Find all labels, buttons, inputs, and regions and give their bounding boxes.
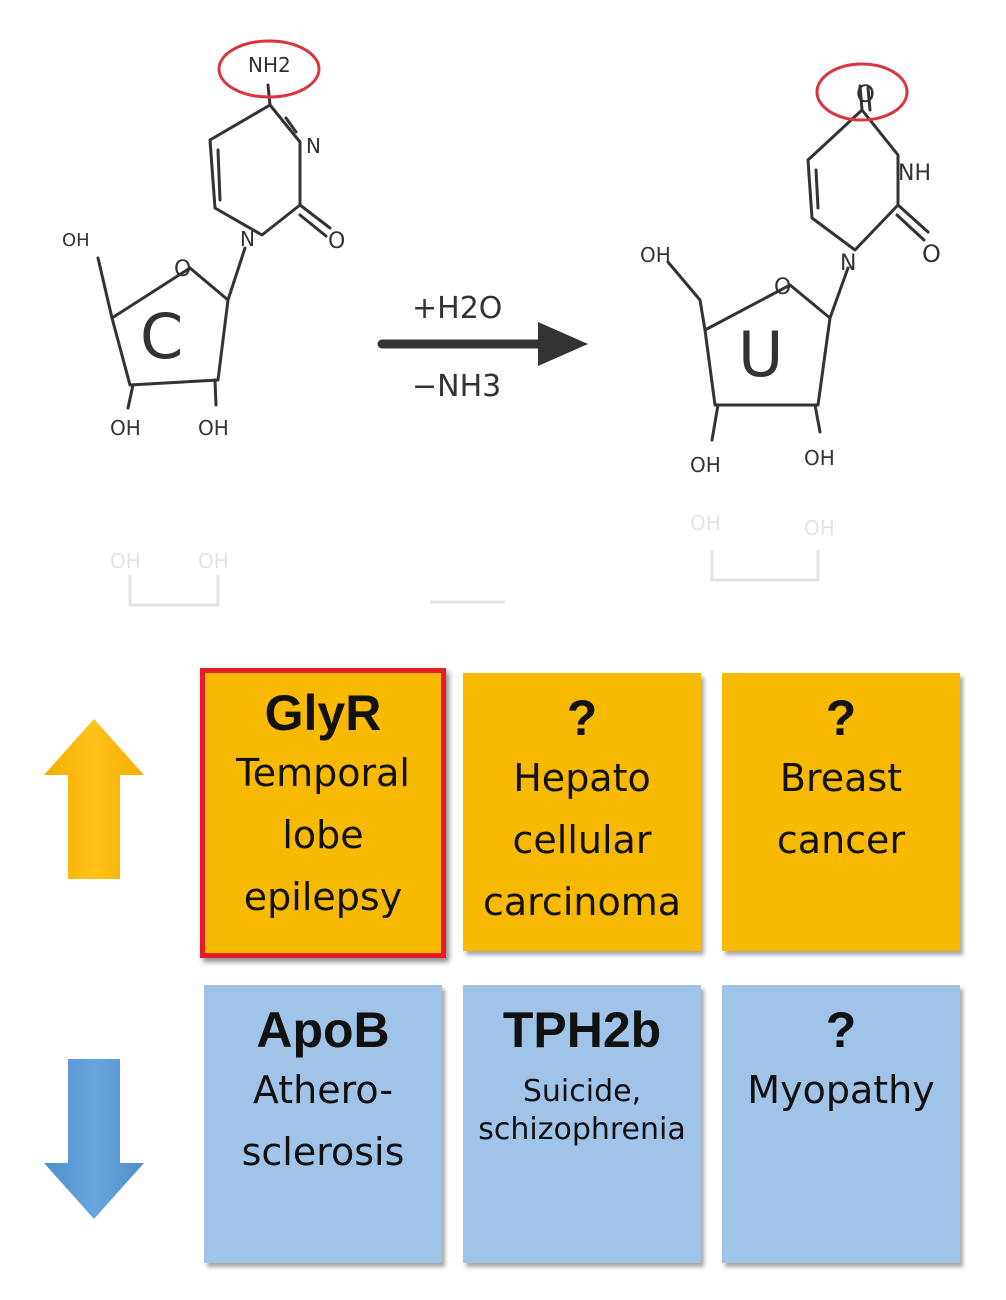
deamination-reaction: NH2 N N O O OH OH OH C +H2O −NH3 [0, 0, 1006, 640]
n1-label: N [240, 227, 255, 251]
gene-label: ? [566, 690, 598, 746]
add-water-label: +H2O [412, 291, 502, 326]
up-arrow-icon [44, 719, 144, 879]
n3-label: N [306, 134, 321, 158]
disease-label: Suicide, schizophrenia [478, 1074, 686, 1147]
editing-targets-grid: GlyR Temporal lobe epilepsy ? Hepato cel… [0, 640, 1006, 1300]
disease-label: Temporal lobe epilepsy [236, 751, 410, 919]
oh-5prime-label: OH [62, 230, 90, 251]
disease-label: Myopathy [747, 1068, 935, 1112]
remove-ammonia-label: −NH3 [412, 369, 501, 404]
gene-label: TPH2b [502, 1002, 662, 1058]
sugar-o-label: O [174, 257, 191, 282]
tile-apob: ApoB Athero- sclerosis [204, 985, 442, 1263]
amine-label: NH2 [248, 53, 291, 77]
disease-label: Hepato cellular carcinoma [482, 756, 682, 924]
reaction-arrow: +H2O −NH3 [377, 291, 588, 404]
uridine-labels: O NH N O O OH OH OH U [640, 80, 941, 477]
reaction-svg: NH2 N N O O OH OH OH C +H2O −NH3 [62, 39, 941, 607]
svg-text:OH: OH [110, 549, 141, 573]
tile-hepatocellular: ? Hepato cellular carcinoma [463, 673, 701, 951]
tile-myopathy: ? Myopathy [722, 985, 960, 1263]
tile-breast-cancer: ? Breast cancer [722, 673, 960, 951]
gene-label: ? [825, 1002, 857, 1058]
uridine-oh-5prime-label: OH [640, 243, 671, 267]
carbonyl4-label: O [856, 80, 875, 108]
gene-label: GlyR [264, 685, 382, 741]
disease-label: Athero- sclerosis [241, 1068, 405, 1174]
tile-glyr: GlyR Temporal lobe epilepsy [200, 668, 446, 958]
uridine-structure [666, 84, 930, 442]
svg-text:OH: OH [690, 511, 721, 535]
cytidine-letter: C [140, 300, 183, 373]
cytidine-structure [96, 83, 332, 410]
svg-text:OH: OH [198, 549, 229, 573]
uridine-sugar-o-label: O [774, 275, 791, 300]
gene-label: ApoB [256, 1002, 390, 1058]
nh-label: NH [898, 161, 931, 186]
uridine-oh-2prime-label: OH [804, 446, 835, 470]
uridine-oh-3prime-label: OH [690, 453, 721, 477]
carbonyl-highlight-circle [815, 62, 909, 122]
reflection: OH OH OH OH [110, 511, 835, 607]
disease-label: Breast cancer [776, 756, 906, 862]
cytidine-labels: NH2 N N O O OH OH OH C [62, 53, 345, 440]
svg-text:OH: OH [804, 516, 835, 540]
carbonyl-label: O [328, 229, 345, 254]
oh-2prime-label: OH [198, 416, 229, 440]
gene-label: ? [825, 690, 857, 746]
oh-3prime-label: OH [110, 416, 141, 440]
uridine-n-label: N [840, 251, 856, 276]
tile-tph2b: TPH2b Suicide, schizophrenia [463, 985, 701, 1263]
carbonyl2-label: O [922, 240, 941, 268]
down-arrow-icon [44, 1059, 144, 1219]
amine-highlight-circle [217, 39, 321, 99]
uridine-letter: U [738, 318, 783, 391]
